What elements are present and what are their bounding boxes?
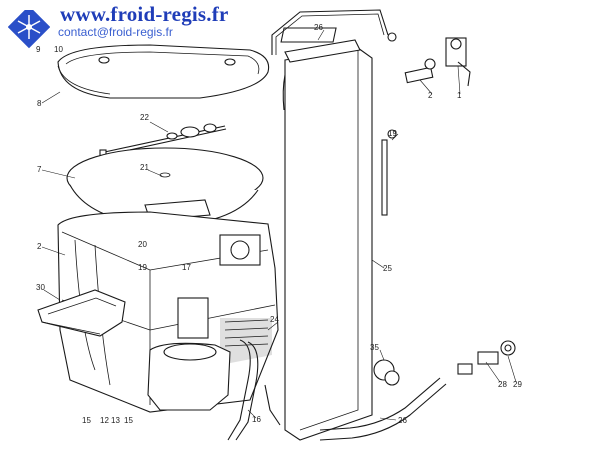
part-label: 1 — [457, 91, 462, 100]
part-label: 2 — [428, 91, 433, 100]
snowflake-logo-icon — [8, 10, 50, 49]
part-label: 30 — [36, 283, 45, 292]
part-label: 15 — [82, 416, 91, 425]
valve-parts — [404, 37, 471, 87]
part-label: 9 — [36, 45, 41, 54]
vertical-rod — [381, 129, 397, 216]
drain-hose — [319, 340, 516, 441]
part-label: 29 — [513, 380, 522, 389]
spray-bar — [99, 123, 227, 157]
part-label: 10 — [54, 45, 63, 54]
part-label: 13 — [111, 416, 120, 425]
part-label: 21 — [140, 163, 149, 172]
part-labels: 9 10 8 22 7 21 2 20 17 19 30 24 25 26 2 … — [36, 23, 522, 425]
part-label: 19 — [388, 129, 397, 138]
part-label: 22 — [140, 113, 149, 122]
part-label: 28 — [498, 380, 507, 389]
part-label: 15 — [124, 416, 133, 425]
part-label: 16 — [252, 415, 261, 424]
part-label: 7 — [37, 165, 42, 174]
side-column — [271, 9, 397, 441]
upper-bowl — [66, 147, 264, 227]
part-label: 2 — [37, 242, 42, 251]
top-lid — [57, 44, 270, 99]
site-url[interactable]: www.froid-regis.fr — [60, 2, 229, 26]
drip-tray — [37, 289, 126, 337]
part-label: 12 — [100, 416, 109, 425]
leader-lines — [41, 29, 517, 421]
part-label: 8 — [37, 99, 42, 108]
part-label: 17 — [182, 263, 191, 272]
part-label: 35 — [370, 343, 379, 352]
part-label: 25 — [383, 264, 392, 273]
part-label: 20 — [138, 240, 147, 249]
part-label: 26 — [314, 23, 323, 32]
part-label: 26 — [398, 416, 407, 425]
contact-email[interactable]: contact@froid-regis.fr — [58, 25, 173, 39]
pump-assembly — [147, 339, 281, 441]
part-label: 19 — [138, 263, 147, 272]
part-label: 24 — [270, 315, 279, 324]
